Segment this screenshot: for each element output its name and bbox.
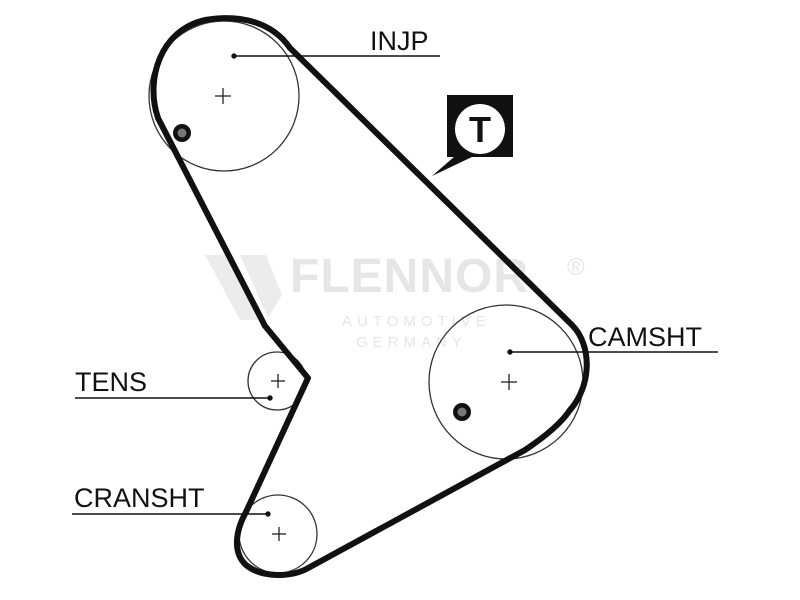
watermark-logo-mark bbox=[205, 255, 260, 320]
watermark-brand: FLENNOR bbox=[290, 250, 529, 303]
injp-center-cross bbox=[215, 88, 231, 104]
watermark: FLENNOR ® AUTOMOTIVE GERMANY bbox=[205, 250, 585, 351]
leader-lines bbox=[72, 53, 718, 517]
camsht-timing-mark bbox=[453, 403, 471, 421]
injp-label: INJP bbox=[370, 26, 429, 56]
injp-timing-mark bbox=[173, 124, 191, 142]
cransht-label: CRANSHT bbox=[74, 483, 205, 513]
tens-center-cross bbox=[271, 374, 285, 388]
center-marks bbox=[215, 88, 517, 541]
watermark-line1: AUTOMOTIVE bbox=[342, 313, 491, 330]
camsht-center-cross bbox=[501, 374, 517, 390]
timing-belt bbox=[150, 15, 590, 578]
watermark-logo-mark-2 bbox=[240, 255, 282, 318]
watermark-line2: GERMANY bbox=[356, 334, 467, 351]
tension-badge-letter: T bbox=[469, 109, 491, 150]
tens-label: TENS bbox=[75, 367, 147, 397]
watermark-registered: ® bbox=[567, 254, 585, 281]
cransht-center-cross bbox=[272, 527, 286, 541]
tension-badge: T bbox=[432, 95, 513, 176]
camsht-label: CAMSHT bbox=[588, 322, 702, 352]
timing-marks bbox=[173, 124, 471, 421]
tension-badge-pointer bbox=[432, 150, 474, 176]
